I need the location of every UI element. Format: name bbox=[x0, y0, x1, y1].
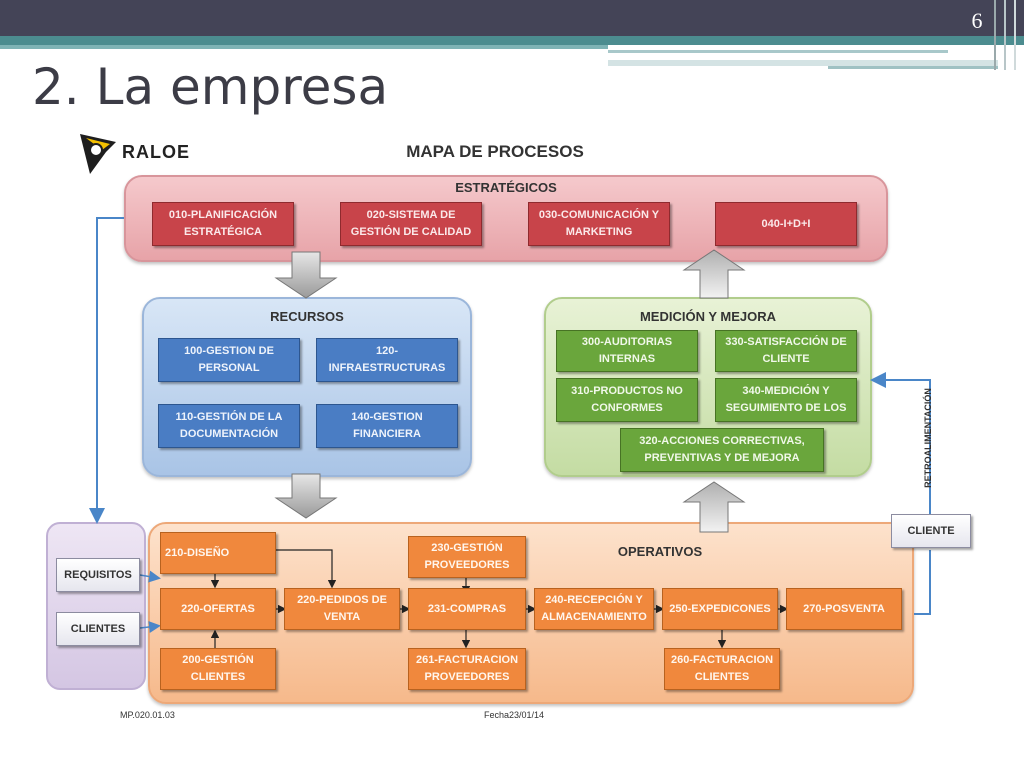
feedback-label: RETROALIMENTACIÓN bbox=[890, 382, 966, 494]
feedback-line-right-up bbox=[870, 372, 931, 514]
process-box-gestion-financiera[interactable]: 140-GESTION FINANCIERA bbox=[316, 404, 458, 448]
logo-text: RALOE bbox=[122, 142, 190, 162]
process-map-title: MAPA DE PROCESOS bbox=[406, 142, 584, 161]
connector bbox=[276, 549, 337, 589]
feedback-label-text: RETROALIMENTACIÓN bbox=[923, 388, 934, 488]
page-number: 6 bbox=[971, 8, 983, 33]
process-box-ofertas[interactable]: 220-OFERTAS bbox=[160, 588, 276, 630]
process-box-gestion-proveedores[interactable]: 230-GESTIÓN PROVEEDORES bbox=[408, 536, 526, 578]
process-box-comunicacion[interactable]: 030-COMUNICACIÓN Y MARKETING bbox=[528, 202, 670, 246]
decor-line bbox=[608, 60, 998, 66]
document-date: Fecha23/01/14 bbox=[484, 710, 545, 720]
down-arrow-icon bbox=[274, 473, 338, 519]
process-box-calidad[interactable]: 020-SISTEMA DE GESTIÓN DE CALIDAD bbox=[340, 202, 482, 246]
process-box-gestion-personal[interactable]: 100-GESTION DE PERSONAL bbox=[158, 338, 300, 382]
document-code: MP.020.01.03 bbox=[120, 710, 175, 720]
connector-requisitos bbox=[139, 570, 161, 583]
connector-clientes bbox=[139, 621, 161, 633]
slide-accent-bar bbox=[0, 36, 1024, 45]
process-box-facturacion-proveedores[interactable]: 261-FACTURACION PROVEEDORES bbox=[408, 648, 526, 690]
strategic-title: ESTRATÉGICOS bbox=[455, 180, 557, 195]
operative-title: OPERATIVOS bbox=[617, 544, 703, 559]
process-box-idi[interactable]: 040-I+D+I bbox=[715, 202, 857, 246]
process-box-compras[interactable]: 231-COMPRAS bbox=[408, 588, 526, 630]
process-box-gestion-clientes[interactable]: 200-GESTIÓN CLIENTES bbox=[160, 648, 276, 690]
input-box-requisitos[interactable]: REQUISITOS bbox=[56, 558, 140, 592]
process-box-satisfaccion[interactable]: 330-SATISFACCIÓN DE CLIENTE bbox=[715, 330, 857, 372]
process-box-infraestructuras[interactable]: 120-INFRAESTRUCTURAS bbox=[316, 338, 458, 382]
process-box-documentacion[interactable]: 110-GESTIÓN DE LA DOCUMENTACIÓN bbox=[158, 404, 300, 448]
process-box-posventa[interactable]: 270-POSVENTA bbox=[786, 588, 902, 630]
down-arrow-icon bbox=[274, 251, 338, 299]
process-box-facturacion-clientes[interactable]: 260-FACTURACION CLIENTES bbox=[664, 648, 780, 690]
decor-line bbox=[608, 50, 948, 53]
measure-title: MEDICIÓN Y MEJORA bbox=[639, 309, 777, 324]
up-arrow-icon bbox=[682, 249, 746, 299]
decor-line bbox=[828, 66, 998, 69]
process-box-pedidos-venta[interactable]: 220-PEDIDOS DE VENTA bbox=[284, 588, 400, 630]
slide-accent-bar-light bbox=[0, 45, 608, 49]
decor-vline bbox=[1004, 0, 1006, 70]
slide-title: 2. La empresa bbox=[32, 58, 389, 116]
output-box-cliente[interactable]: CLIENTE bbox=[891, 514, 971, 548]
feedback-line-right bbox=[914, 550, 931, 615]
decor-vline bbox=[994, 0, 996, 70]
input-box-clientes[interactable]: CLIENTES bbox=[56, 612, 140, 646]
resources-title: RECURSOS bbox=[270, 309, 344, 324]
process-box-recepcion[interactable]: 240-RECEPCIÓN Y ALMACENAMIENTO bbox=[534, 588, 654, 630]
process-box-auditorias[interactable]: 300-AUDITORIAS INTERNAS bbox=[556, 330, 698, 372]
feedback-line-left bbox=[89, 217, 124, 524]
up-arrow-icon bbox=[682, 481, 746, 533]
process-box-planificacion[interactable]: 010-PLANIFICACIÓN ESTRATÉGICA bbox=[152, 202, 294, 246]
process-box-medicion-seguimiento[interactable]: 340-MEDICIÓN Y SEGUIMIENTO DE LOS bbox=[715, 378, 857, 422]
slide-top-bar bbox=[0, 0, 1024, 36]
process-box-acciones-correctivas[interactable]: 320-ACCIONES CORRECTIVAS, PREVENTIVAS Y … bbox=[620, 428, 824, 472]
raloe-logo-icon bbox=[80, 134, 116, 174]
process-box-expediciones[interactable]: 250-EXPEDICONES bbox=[662, 588, 778, 630]
decor-vline bbox=[1014, 0, 1016, 70]
process-box-diseno[interactable]: 210-DISEÑO bbox=[160, 532, 276, 574]
process-box-productos-no-conformes[interactable]: 310-PRODUCTOS NO CONFORMES bbox=[556, 378, 698, 422]
